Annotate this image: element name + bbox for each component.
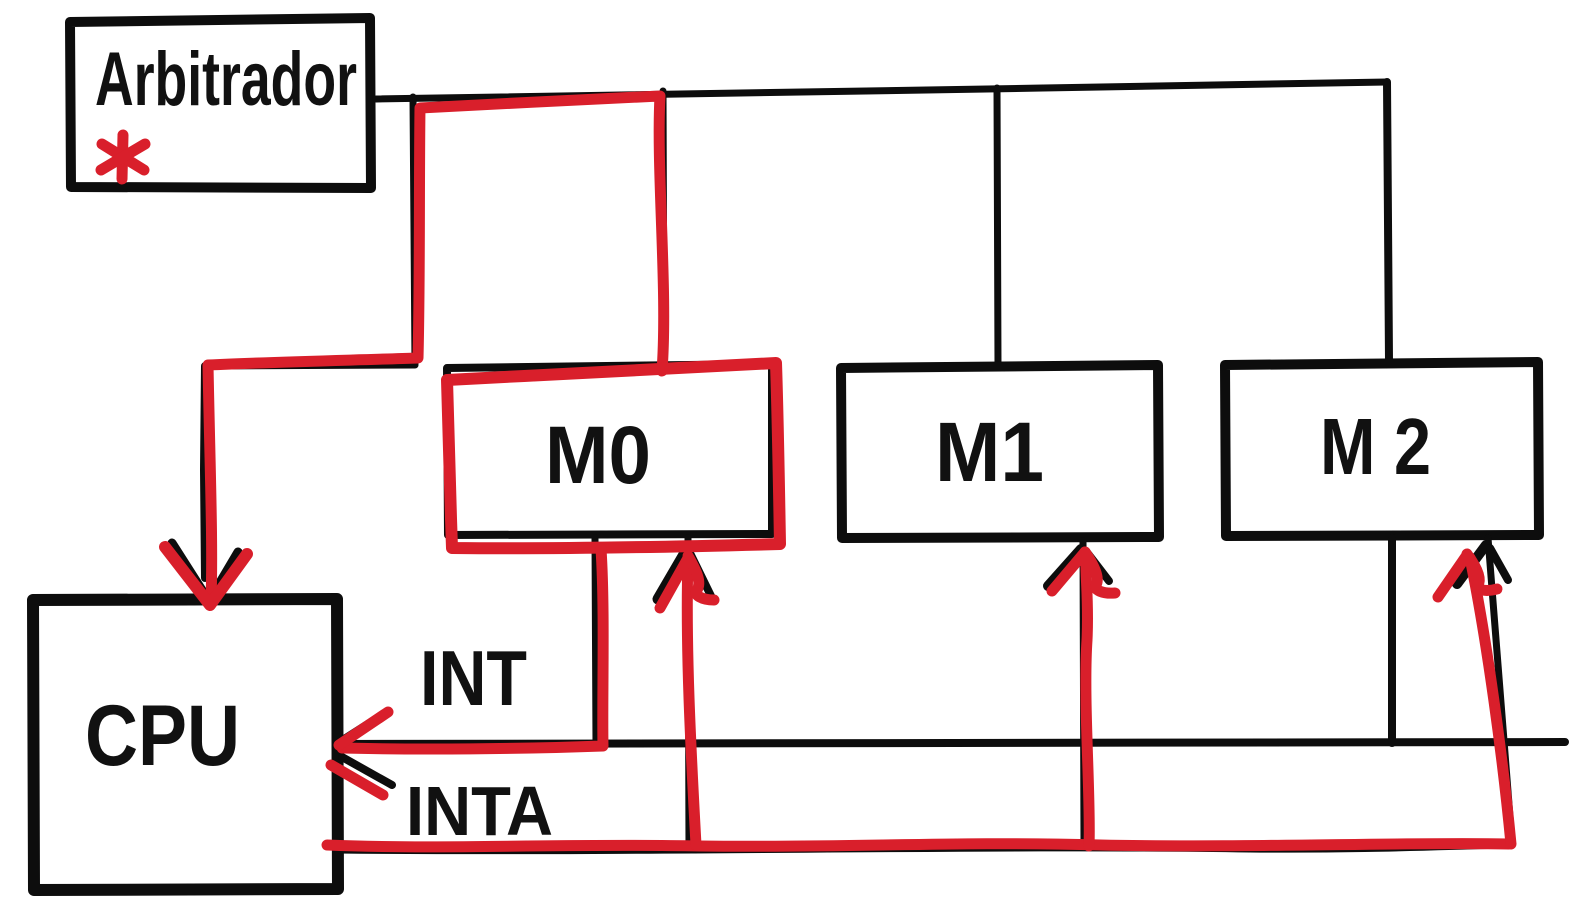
svg-text:M 2: M 2 xyxy=(1320,402,1431,491)
svg-text:INTA: INTA xyxy=(406,772,553,850)
svg-text:M0: M0 xyxy=(545,410,651,501)
svg-text:CPU: CPU xyxy=(85,688,240,784)
svg-text:Arbitrador: Arbitrador xyxy=(95,37,357,122)
svg-text:INT: INT xyxy=(420,634,527,722)
svg-text:M1: M1 xyxy=(935,405,1044,499)
